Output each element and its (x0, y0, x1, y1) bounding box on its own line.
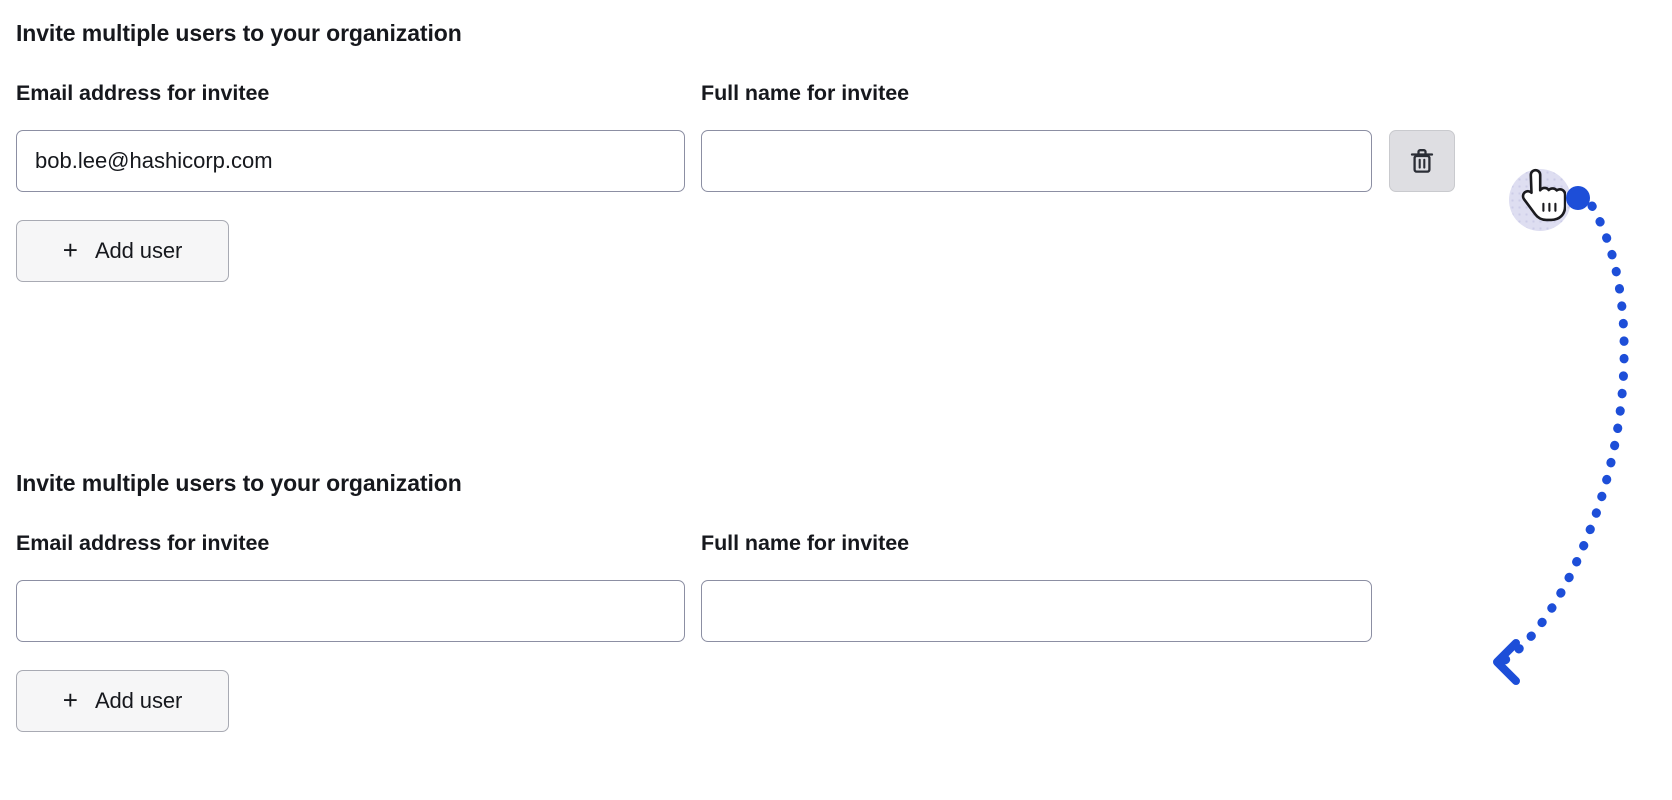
add-user-button-label: Add user (94, 238, 183, 263)
click-highlight-halo (1509, 169, 1571, 231)
plus-icon: + (62, 235, 78, 265)
full-name-field-label: Full name for invitee (701, 531, 910, 555)
section-heading: Invite multiple users to your organizati… (16, 470, 462, 496)
full-name-input[interactable] (701, 130, 1372, 192)
full-name-field-label: Full name for invitee (701, 81, 910, 105)
section-heading: Invite multiple users to your organizati… (16, 20, 462, 46)
pointing-hand-cursor-icon (1518, 166, 1567, 229)
add-user-button[interactable]: + Add user (16, 670, 229, 732)
trash-icon (1409, 147, 1435, 175)
add-user-button[interactable]: + Add user (16, 220, 229, 282)
email-field-label: Email address for invitee (16, 81, 270, 105)
full-name-input[interactable] (701, 580, 1372, 642)
email-input[interactable] (16, 580, 685, 642)
email-field-label: Email address for invitee (16, 531, 270, 555)
add-user-button-label: Add user (94, 688, 183, 713)
delete-row-button[interactable] (1389, 130, 1455, 192)
annotation-start-dot (1566, 186, 1590, 210)
email-input[interactable] (16, 130, 685, 192)
plus-icon: + (62, 685, 78, 715)
